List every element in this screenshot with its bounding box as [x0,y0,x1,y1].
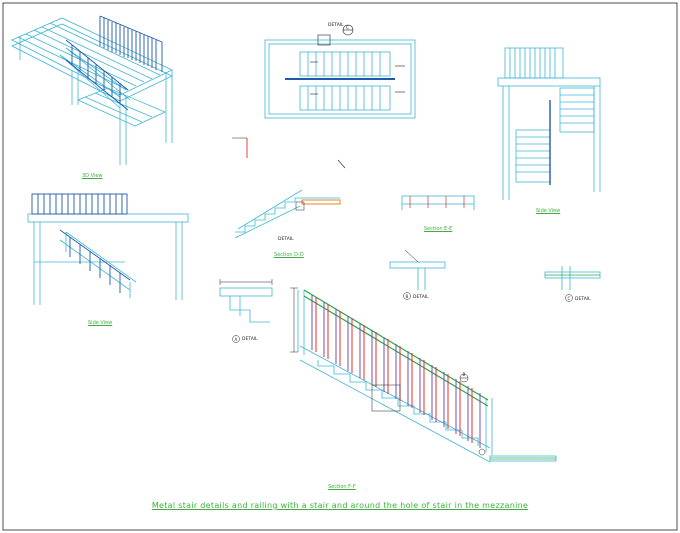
iso-view-label: 3D View [82,173,103,179]
side-view-label: Side View [536,208,561,214]
front-view [27,213,189,305]
side-elevation [497,47,601,200]
sheet-caption: Metal stair details and railing with a s… [151,501,529,510]
plan-view [264,39,416,119]
detail-b-marks [403,249,419,300]
detail-c-drawing [544,266,601,290]
section-f-f-label: Section F-F [328,484,356,490]
stringer-section [234,189,340,239]
detail-c-bubble [565,294,573,302]
stringer-detail-label: DETAIL [278,236,294,242]
north-mark [337,159,346,169]
detail-a-drawing [219,287,273,323]
stringer-top-plate [301,199,341,205]
isometric-railing [65,15,163,111]
plan-detail-c-label: DETAIL [328,22,344,28]
railing-landing-plate [489,455,557,462]
detail-callout-box [295,201,305,211]
front-view-railing [31,193,131,293]
railing-landing-fill [490,457,556,460]
detail-b-mark: B [406,294,409,299]
detail-a-mark: A [235,337,238,342]
detail-b-drawing [389,261,446,290]
front-view-label: Side View [88,320,113,326]
section-e-e-label: Section E-E [424,226,453,232]
detail-b2-mark: B [463,372,466,377]
railing-balusters [311,295,481,448]
section-e-e-posts [409,196,465,208]
detail-b-label: DETAIL [413,294,429,300]
railing-detail-markers [290,287,486,456]
section-e-e [401,195,475,210]
plan-detail-c-mark: C [346,25,349,31]
detail-a-marks [219,279,273,343]
stringer-section-label: Section D-D [274,252,304,258]
isometric-stair-view [11,17,173,165]
plan-markers [310,24,405,95]
detail-c-mark: C [568,296,571,301]
detail-a-label: DETAIL [242,336,258,342]
detail-c-label: DETAIL [575,296,591,302]
